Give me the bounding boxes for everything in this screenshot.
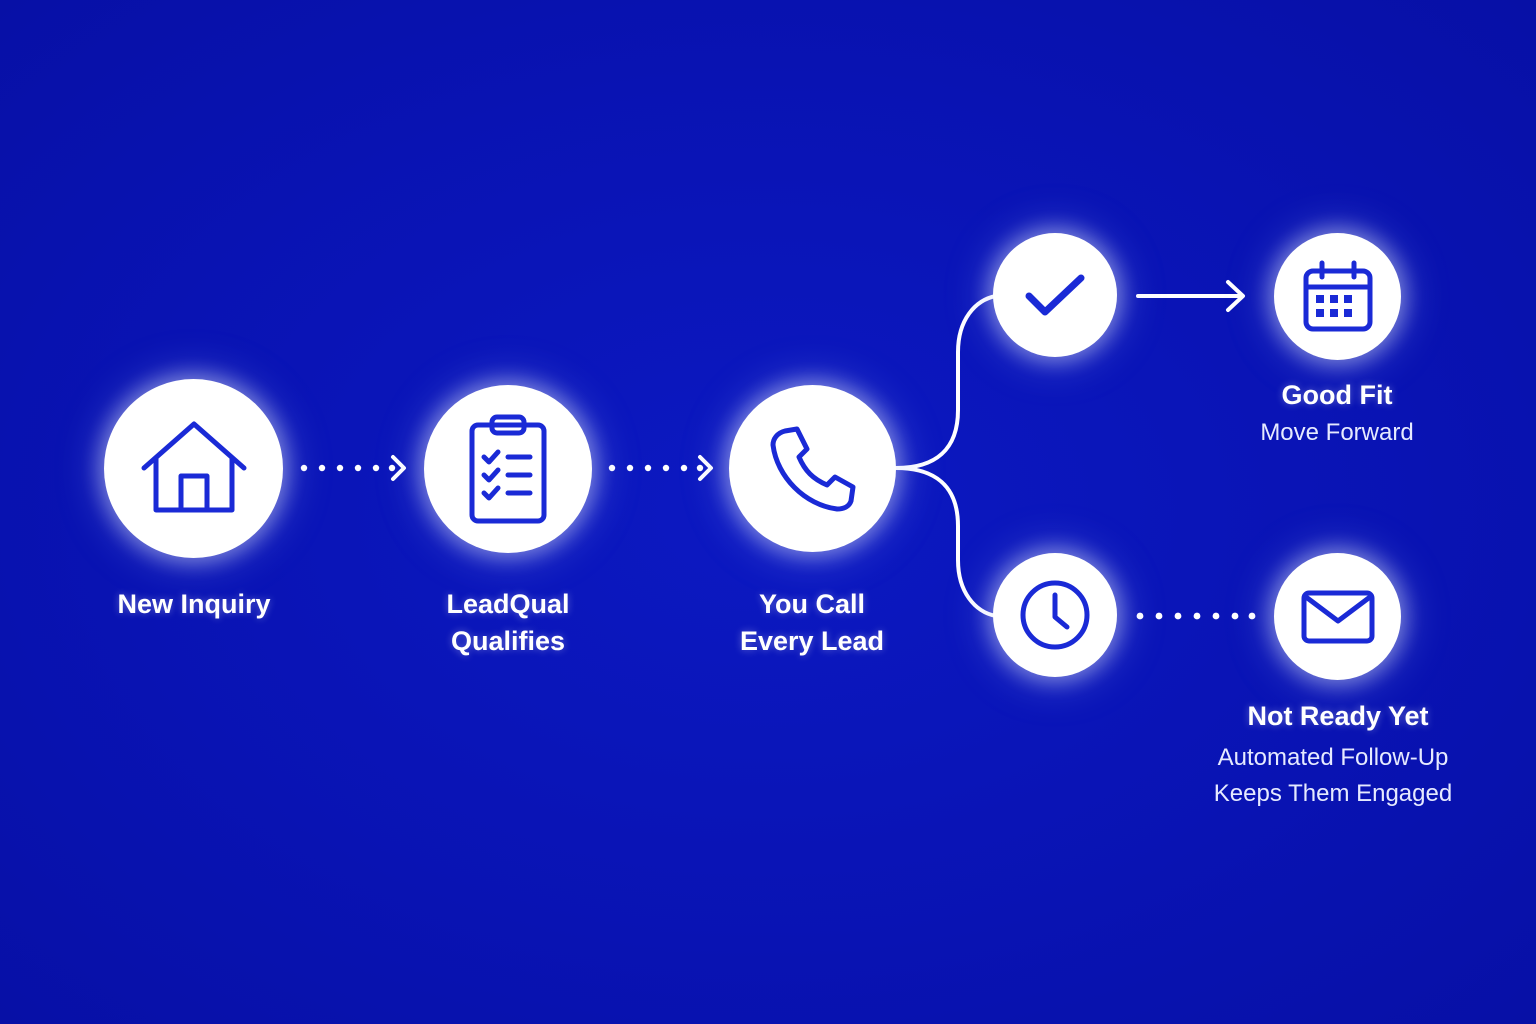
house-icon xyxy=(141,421,246,512)
calendar-icon xyxy=(1303,260,1372,331)
good-fit-title: Good Fit xyxy=(1281,380,1393,410)
solid-arrow-good-fit xyxy=(1136,280,1245,312)
dotted-arrow-2 xyxy=(608,455,713,481)
step-label-line2: Qualifies xyxy=(450,626,566,656)
not-ready-envelope-node xyxy=(1274,553,1401,680)
not-ready-subtitle: Automated Follow-Up Keeps Them Engaged xyxy=(1183,740,1483,812)
new-inquiry-node xyxy=(104,379,283,558)
step-label-line1: New Inquiry xyxy=(117,589,271,619)
not-ready-clock-node xyxy=(993,553,1117,677)
leadqual-node xyxy=(424,385,592,553)
branch-line-not-ready xyxy=(894,466,998,618)
not-ready-subtitle-line1: Automated Follow-Up xyxy=(1217,744,1449,771)
you-call-node xyxy=(729,385,896,552)
good-fit-calendar-node xyxy=(1274,233,1401,360)
step-label-line2: Every Lead xyxy=(739,626,885,656)
step-label-you-call: You Call Every Lead xyxy=(702,586,922,660)
dotted-arrow-1 xyxy=(300,455,406,481)
checkmark-icon xyxy=(1025,274,1085,316)
step-label-new-inquiry: New Inquiry xyxy=(94,586,294,623)
clipboard-checklist-icon xyxy=(469,414,547,524)
phone-icon xyxy=(770,426,855,511)
step-label-leadqual: LeadQual Qualifies xyxy=(408,586,608,660)
good-fit-check-node xyxy=(993,233,1117,357)
good-fit-subtitle: Move Forward xyxy=(1260,419,1414,446)
step-label-line1: LeadQual xyxy=(446,589,570,619)
step-label-line1: You Call xyxy=(758,589,865,619)
not-ready-title: Not Ready Yet xyxy=(1247,701,1429,731)
envelope-icon xyxy=(1301,590,1374,643)
not-ready-subtitle-line2: Keeps Them Engaged xyxy=(1213,780,1453,807)
clock-icon xyxy=(1020,580,1090,650)
branch-line-good-fit xyxy=(894,294,998,470)
dotted-line-not-ready xyxy=(1136,612,1256,620)
